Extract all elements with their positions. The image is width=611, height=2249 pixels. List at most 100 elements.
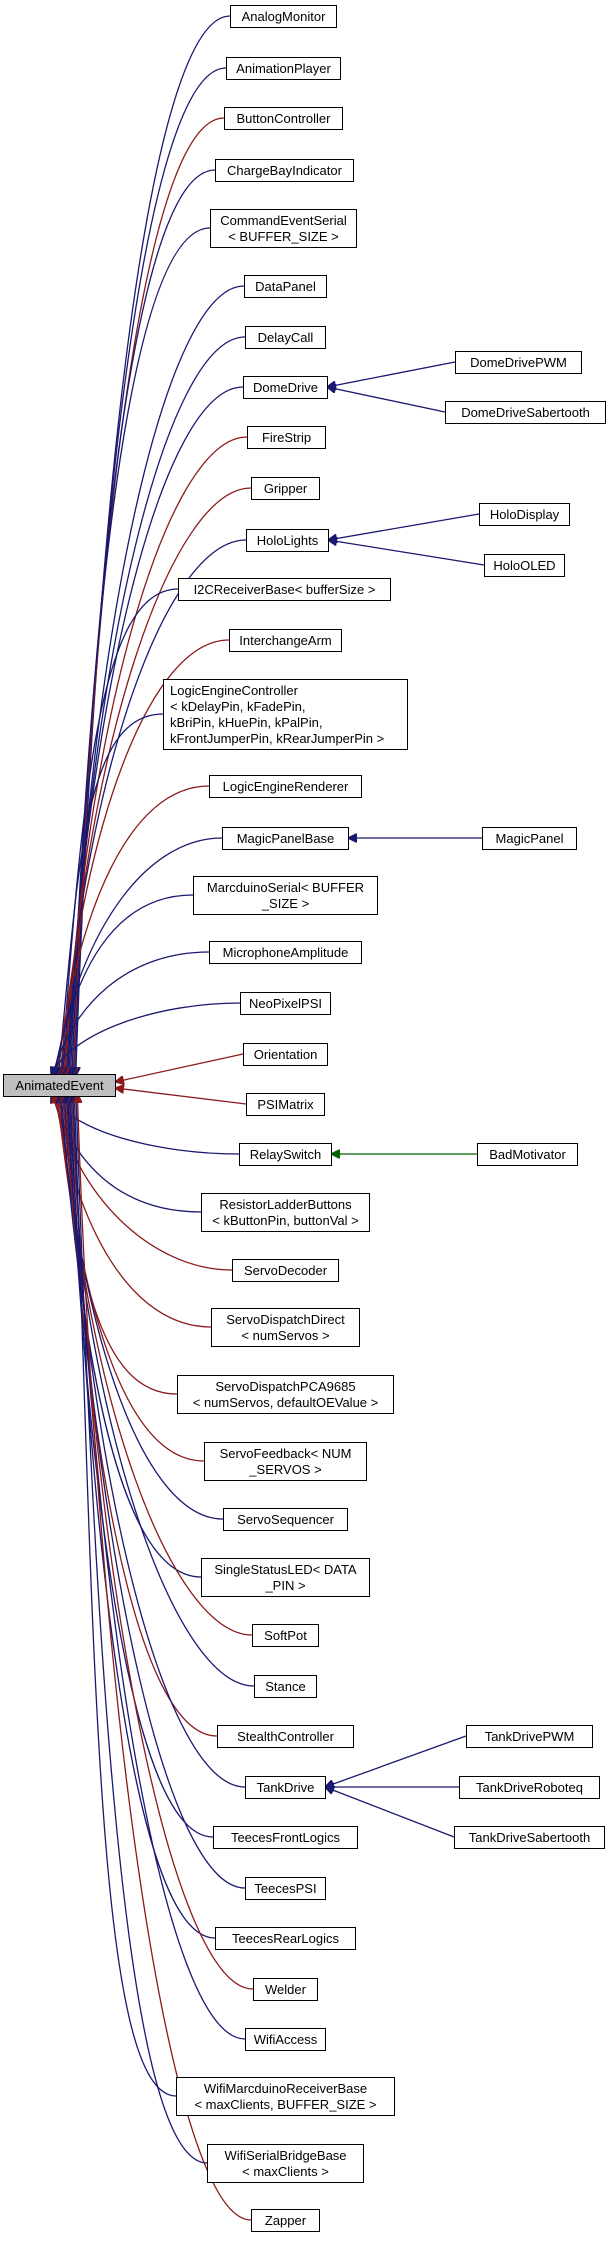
class-node-stance[interactable]: Stance <box>254 1675 317 1698</box>
class-box <box>163 679 408 750</box>
class-node-resistor-ladder-buttons[interactable]: ResistorLadderButtons< kButtonPin, butto… <box>201 1193 370 1232</box>
class-node-logic-engine-controller[interactable]: LogicEngineController< kDelayPin, kFadeP… <box>163 679 408 750</box>
class-label-line: ServoFeedback< NUM <box>220 1446 352 1461</box>
edge-holo-oled-to-holo-lights <box>328 540 485 566</box>
class-node-orientation[interactable]: Orientation <box>243 1043 328 1066</box>
class-node-dome-drive-sabertooth[interactable]: DomeDriveSabertooth <box>445 401 606 424</box>
class-node-holo-oled[interactable]: HoloOLED <box>484 554 565 577</box>
class-node-teeces-rear-logics[interactable]: TeecesRearLogics <box>215 1927 356 1950</box>
class-box <box>176 2077 395 2116</box>
class-node-teeces-psi[interactable]: TeecesPSI <box>245 1877 326 1900</box>
class-node-neo-pixel-psi[interactable]: NeoPixelPSI <box>240 992 331 1015</box>
class-node-welder[interactable]: Welder <box>253 1978 318 2001</box>
class-label-line: WifiAccess <box>254 2032 318 2047</box>
class-box <box>224 107 343 130</box>
class-node-wifi-marcduino-receiver-base[interactable]: WifiMarcduinoReceiverBase< maxClients, B… <box>176 2077 395 2116</box>
class-node-stealth-controller[interactable]: StealthController <box>217 1725 354 1748</box>
class-node-zapper[interactable]: Zapper <box>251 2209 320 2232</box>
class-label-line: TeecesFrontLogics <box>231 1830 341 1845</box>
class-node-animation-player[interactable]: AnimationPlayer <box>226 57 341 80</box>
class-node-tank-drive-roboteq[interactable]: TankDriveRoboteq <box>459 1776 600 1799</box>
class-box <box>229 629 342 652</box>
class-node-psi-matrix[interactable]: PSIMatrix <box>246 1093 325 1116</box>
class-node-teeces-front-logics[interactable]: TeecesFrontLogics <box>213 1826 358 1849</box>
class-node-gripper[interactable]: Gripper <box>251 477 320 500</box>
class-box <box>244 275 327 298</box>
class-label-line: MarcduinoSerial< BUFFER <box>207 880 364 895</box>
edge-logic-engine-renderer-to-root <box>56 785 210 1076</box>
root-class-node[interactable]: AnimatedEvent <box>3 1074 116 1097</box>
class-label-line: Orientation <box>254 1047 318 1062</box>
class-label-line: ServoSequencer <box>237 1512 335 1527</box>
class-node-tank-drive-sabertooth[interactable]: TankDriveSabertooth <box>454 1826 605 1849</box>
class-box <box>245 326 326 349</box>
edge-teeces-rear-logics-to-root <box>70 1094 216 1939</box>
edge-teeces-front-logics-to-root <box>68 1094 214 1838</box>
class-label-line: < BUFFER_SIZE > <box>228 229 339 244</box>
class-label-line: AnalogMonitor <box>242 9 326 24</box>
class-node-logic-engine-renderer[interactable]: LogicEngineRenderer <box>209 775 362 798</box>
class-node-microphone-amplitude[interactable]: MicrophoneAmplitude <box>209 941 362 964</box>
class-node-servo-dispatch-pca9685[interactable]: ServoDispatchPCA9685< numServos, default… <box>177 1375 394 1414</box>
class-node-charge-bay-indicator[interactable]: ChargeBayIndicator <box>215 159 354 182</box>
class-node-fire-strip[interactable]: FireStrip <box>247 426 326 449</box>
class-label-line: BadMotivator <box>489 1147 566 1162</box>
class-label-line: AnimationPlayer <box>236 61 331 76</box>
class-node-command-event-serial[interactable]: CommandEventSerial< BUFFER_SIZE > <box>210 209 357 248</box>
class-label-line: HoloOLED <box>493 558 555 573</box>
class-box <box>246 1093 325 1116</box>
class-node-tank-drive-pwm[interactable]: TankDrivePWM <box>466 1725 593 1748</box>
class-box <box>459 1776 600 1799</box>
class-node-i2-c-receiver-base[interactable]: I2CReceiverBase< bufferSize > <box>178 578 391 601</box>
edge-tank-drive-pwm-to-tank-drive <box>325 1735 467 1787</box>
class-node-wifi-serial-bridge-base[interactable]: WifiSerialBridgeBase< maxClients > <box>207 2144 364 2183</box>
class-label-line: kBriPin, kHuePin, kPalPin, <box>170 715 322 730</box>
class-node-analog-monitor[interactable]: AnalogMonitor <box>230 5 337 28</box>
class-node-bad-motivator[interactable]: BadMotivator <box>477 1143 578 1166</box>
class-node-holo-display[interactable]: HoloDisplay <box>479 503 570 526</box>
class-label-line: CommandEventSerial <box>220 213 347 228</box>
edge-dome-drive-pwm-to-dome-drive <box>327 361 456 387</box>
class-node-servo-dispatch-direct[interactable]: ServoDispatchDirect< numServos > <box>211 1308 360 1347</box>
class-node-dome-drive[interactable]: DomeDrive <box>243 376 328 399</box>
class-node-soft-pot[interactable]: SoftPot <box>252 1624 319 1647</box>
class-node-servo-sequencer[interactable]: ServoSequencer <box>223 1508 348 1531</box>
class-box <box>210 209 357 248</box>
class-label-line: Gripper <box>264 481 308 496</box>
class-node-button-controller[interactable]: ButtonController <box>224 107 343 130</box>
class-node-dome-drive-pwm[interactable]: DomeDrivePWM <box>455 351 582 374</box>
edge-marcduino-serial-to-root <box>54 894 194 1076</box>
class-node-servo-decoder[interactable]: ServoDecoder <box>232 1259 339 1282</box>
class-node-single-status-led[interactable]: SingleStatusLED< DATA_PIN > <box>201 1558 370 1597</box>
class-node-interchange-arm[interactable]: InterchangeArm <box>229 629 342 652</box>
class-node-holo-lights[interactable]: HoloLights <box>246 529 329 552</box>
class-label-line: < kDelayPin, kFadePin, <box>170 699 305 714</box>
class-label-line: ChargeBayIndicator <box>227 163 343 178</box>
class-node-magic-panel-base[interactable]: MagicPanelBase <box>222 827 349 850</box>
class-node-marcduino-serial[interactable]: MarcduinoSerial< BUFFER_SIZE > <box>193 876 378 915</box>
class-label-line: TeecesPSI <box>254 1881 316 1896</box>
class-node-tank-drive[interactable]: TankDrive <box>245 1776 326 1799</box>
edge-neo-pixel-psi-to-root <box>51 1002 241 1076</box>
class-box <box>477 1143 578 1166</box>
class-box <box>215 159 354 182</box>
class-box <box>222 827 349 850</box>
class-node-magic-panel[interactable]: MagicPanel <box>482 827 577 850</box>
class-node-delay-call[interactable]: DelayCall <box>245 326 326 349</box>
class-label-line: LogicEngineController <box>170 683 299 698</box>
class-box <box>243 376 328 399</box>
class-node-relay-switch[interactable]: RelaySwitch <box>239 1143 332 1166</box>
class-node-wifi-access[interactable]: WifiAccess <box>245 2028 326 2051</box>
class-box <box>240 992 331 1015</box>
class-box <box>479 503 570 526</box>
class-node-servo-feedback[interactable]: ServoFeedback< NUM_SERVOS > <box>204 1442 367 1481</box>
class-label-line: PSIMatrix <box>257 1097 314 1112</box>
class-box <box>484 554 565 577</box>
class-box <box>211 1308 360 1347</box>
class-label-line: Stance <box>265 1679 305 1694</box>
class-label-line: LogicEngineRenderer <box>223 779 349 794</box>
class-box <box>223 1508 348 1531</box>
class-node-data-panel[interactable]: DataPanel <box>244 275 327 298</box>
class-label-line: RelaySwitch <box>250 1147 322 1162</box>
